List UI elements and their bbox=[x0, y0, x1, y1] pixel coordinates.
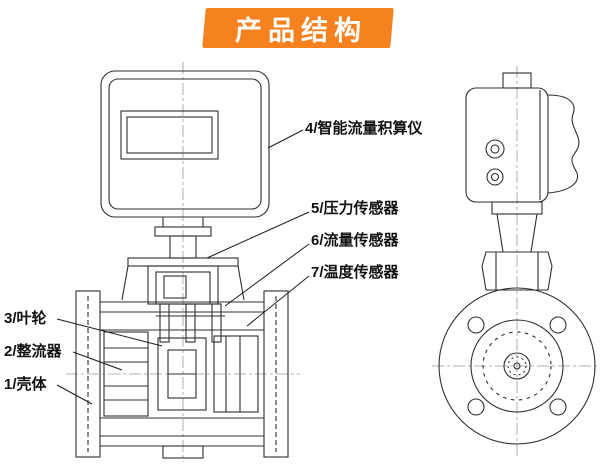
leader-line-7 bbox=[246, 275, 310, 327]
button-lower-icon bbox=[486, 168, 504, 186]
part-label-rectifier: 2/整流器 bbox=[4, 343, 62, 360]
part-label-temperature-sensor: 7/温度传感器 bbox=[311, 264, 399, 281]
button-upper-icon bbox=[485, 139, 505, 159]
hub-spokes bbox=[507, 356, 527, 376]
leader-line-4 bbox=[267, 129, 304, 149]
side-view bbox=[438, 72, 596, 445]
leader-line-2 bbox=[72, 351, 123, 371]
front-view bbox=[75, 70, 289, 459]
part-label-impeller: 3/叶轮 bbox=[4, 310, 47, 327]
leader-line-5 bbox=[206, 211, 310, 259]
part-label-totalizer: 4/智能流量积算仪 bbox=[305, 120, 423, 137]
banner: 产品结构 bbox=[202, 8, 394, 48]
front-pipe-housing bbox=[75, 290, 289, 459]
bolt-hole bbox=[467, 398, 485, 416]
leader-lines bbox=[56, 129, 310, 405]
display-screen bbox=[120, 110, 219, 160]
part-label-housing: 1/壳体 bbox=[4, 376, 47, 393]
front-sensor-block bbox=[121, 265, 245, 343]
side-flange bbox=[438, 287, 596, 445]
side-display-head bbox=[465, 72, 580, 203]
front-impeller bbox=[157, 337, 207, 411]
leader-line-1 bbox=[56, 384, 93, 405]
bolt-hole bbox=[549, 316, 567, 334]
page-title: 产品结构 bbox=[235, 15, 367, 46]
part-label-pressure-sensor: 5/压力传感器 bbox=[311, 200, 399, 217]
front-display-head bbox=[100, 70, 270, 218]
bolt-hole bbox=[467, 316, 485, 334]
front-rectifier bbox=[103, 331, 149, 417]
bolt-hole bbox=[549, 398, 567, 416]
leader-line-6 bbox=[224, 243, 310, 307]
turbine-ring bbox=[482, 331, 552, 401]
leader-line-3 bbox=[56, 318, 163, 347]
part-label-flow-sensor: 6/流量传感器 bbox=[311, 232, 399, 249]
side-handle bbox=[547, 94, 580, 194]
side-stem bbox=[481, 201, 553, 291]
front-bearing-support bbox=[213, 335, 259, 413]
